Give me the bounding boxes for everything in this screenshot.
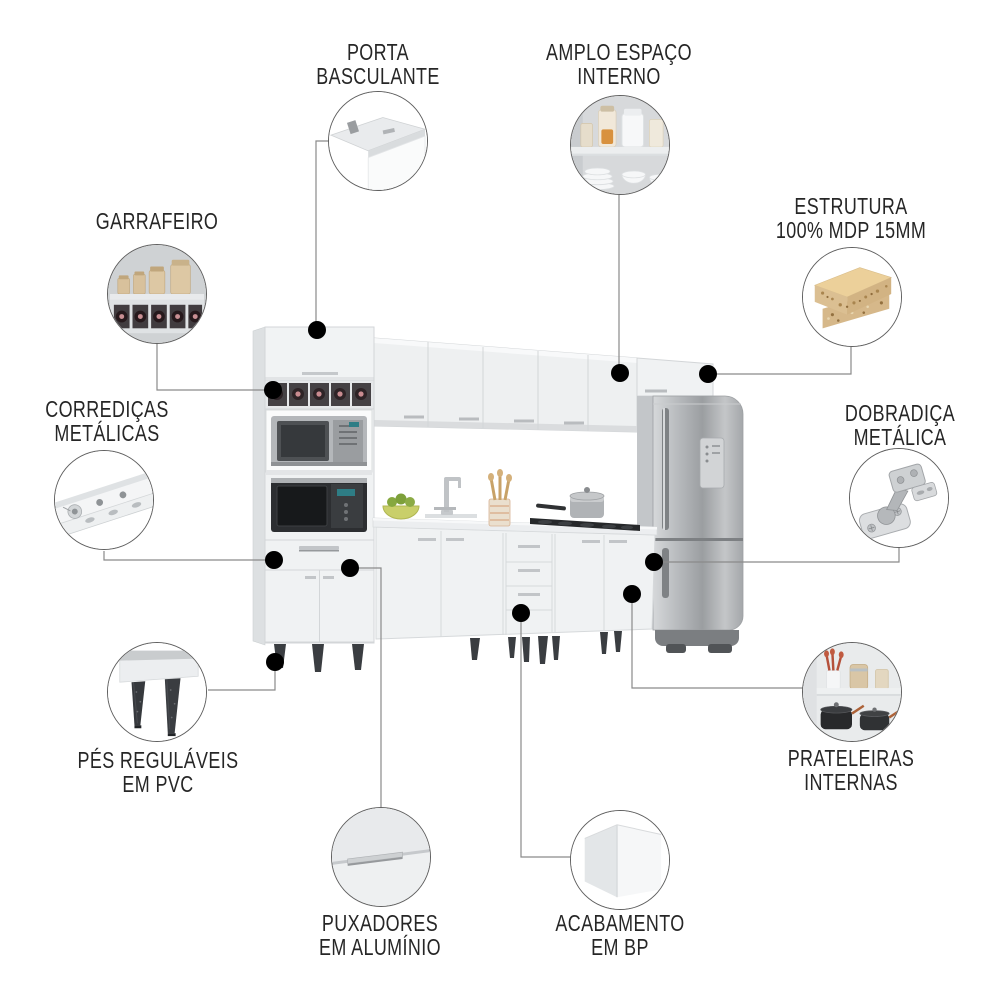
niche-side-panel	[637, 396, 653, 530]
microwave-silver	[271, 416, 367, 466]
dot-amplo-espaco	[611, 364, 629, 382]
internal-shelves-icon	[803, 643, 901, 741]
corredicas-circle	[54, 450, 154, 550]
estrutura-circle	[802, 247, 902, 347]
tilt-door-icon	[329, 92, 427, 190]
shelf-dishes-icon	[571, 96, 669, 194]
label-line: GARRAFEIRO	[95, 208, 219, 234]
label-corredicas: CORREDIÇAS METÁLICAS	[45, 397, 169, 445]
label-line: EM BP	[591, 934, 649, 960]
label-garrafeiro: GARRAFEIRO	[96, 209, 219, 233]
pes-circle	[107, 642, 207, 742]
label-line: BASCULANTE	[316, 63, 440, 89]
garrafeiro-circle	[107, 244, 207, 344]
label-line: ESTRUTURA	[794, 193, 908, 219]
feature-marker-dots	[264, 321, 717, 671]
dot-puxadores	[341, 559, 359, 577]
label-line: ACABAMENTO	[555, 910, 685, 936]
label-line: 100% MDP 15MM	[775, 217, 927, 243]
tall-cabinet	[252, 326, 375, 672]
connector-lines	[103, 140, 900, 858]
dot-acabamento	[512, 604, 530, 622]
label-prateleiras: PRATELEIRAS INTERNAS	[788, 746, 915, 794]
label-line: METÁLICA	[853, 424, 947, 450]
prateleiras-circle	[802, 642, 902, 742]
dot-prateleiras	[623, 585, 641, 603]
dot-estrutura	[699, 365, 717, 383]
label-line: AMPLO ESPAÇO	[546, 39, 692, 65]
adjustable-feet-icon	[108, 643, 206, 741]
label-line: METÁLICAS	[54, 420, 160, 446]
bp-finish-icon	[571, 811, 669, 909]
hinge-icon	[850, 449, 948, 547]
label-line: EM PVC	[122, 771, 194, 797]
label-line: PORTA	[346, 39, 410, 65]
label-line: PUXADORES	[321, 910, 439, 936]
dot-porta-basculante	[308, 321, 326, 339]
dot-garrafeiro	[264, 381, 282, 399]
dot-corredicas	[265, 551, 283, 569]
counter-accessories	[382, 469, 640, 531]
label-estrutura: ESTRUTURA 100% MDP 15MM	[776, 194, 926, 242]
microwave-black	[271, 478, 367, 532]
label-line: PRATELEIRAS	[787, 745, 915, 771]
porta-basculante-circle	[328, 91, 428, 191]
label-amplo-espaco: AMPLO ESPAÇO INTERNO	[546, 40, 692, 88]
puxadores-circle	[331, 807, 431, 907]
base-cabinets	[372, 517, 658, 664]
acabamento-circle	[570, 810, 670, 910]
label-line: CORREDIÇAS	[45, 396, 169, 422]
dot-dobradica	[645, 553, 663, 571]
label-puxadores: PUXADORES EM ALUMÍNIO	[319, 911, 441, 959]
label-line: DOBRADIÇA	[844, 400, 956, 426]
label-pes-regulaveis: PÉS REGULÁVEIS EM PVC	[77, 748, 238, 796]
label-porta-basculante: PORTA BASCULANTE	[316, 40, 440, 88]
wall-cabinets	[373, 337, 638, 433]
drawer-slide-icon	[55, 451, 153, 549]
mdp-board-icon	[803, 248, 901, 346]
dobradica-circle	[849, 448, 949, 548]
amplo-espaco-circle	[570, 95, 670, 195]
bottle-rack-icon	[108, 245, 206, 343]
label-line: EM ALUMÍNIO	[319, 934, 441, 960]
label-line: INTERNO	[577, 63, 661, 89]
label-acabamento: ACABAMENTO EM BP	[555, 911, 684, 959]
label-dobradica: DOBRADIÇA METÁLICA	[845, 401, 955, 449]
dot-pes	[266, 653, 284, 671]
wine-rack	[268, 383, 371, 406]
refrigerator	[652, 395, 744, 653]
label-line: PÉS REGULÁVEIS	[77, 747, 239, 773]
aluminum-handle-icon	[332, 808, 430, 906]
label-line: INTERNAS	[804, 769, 898, 795]
